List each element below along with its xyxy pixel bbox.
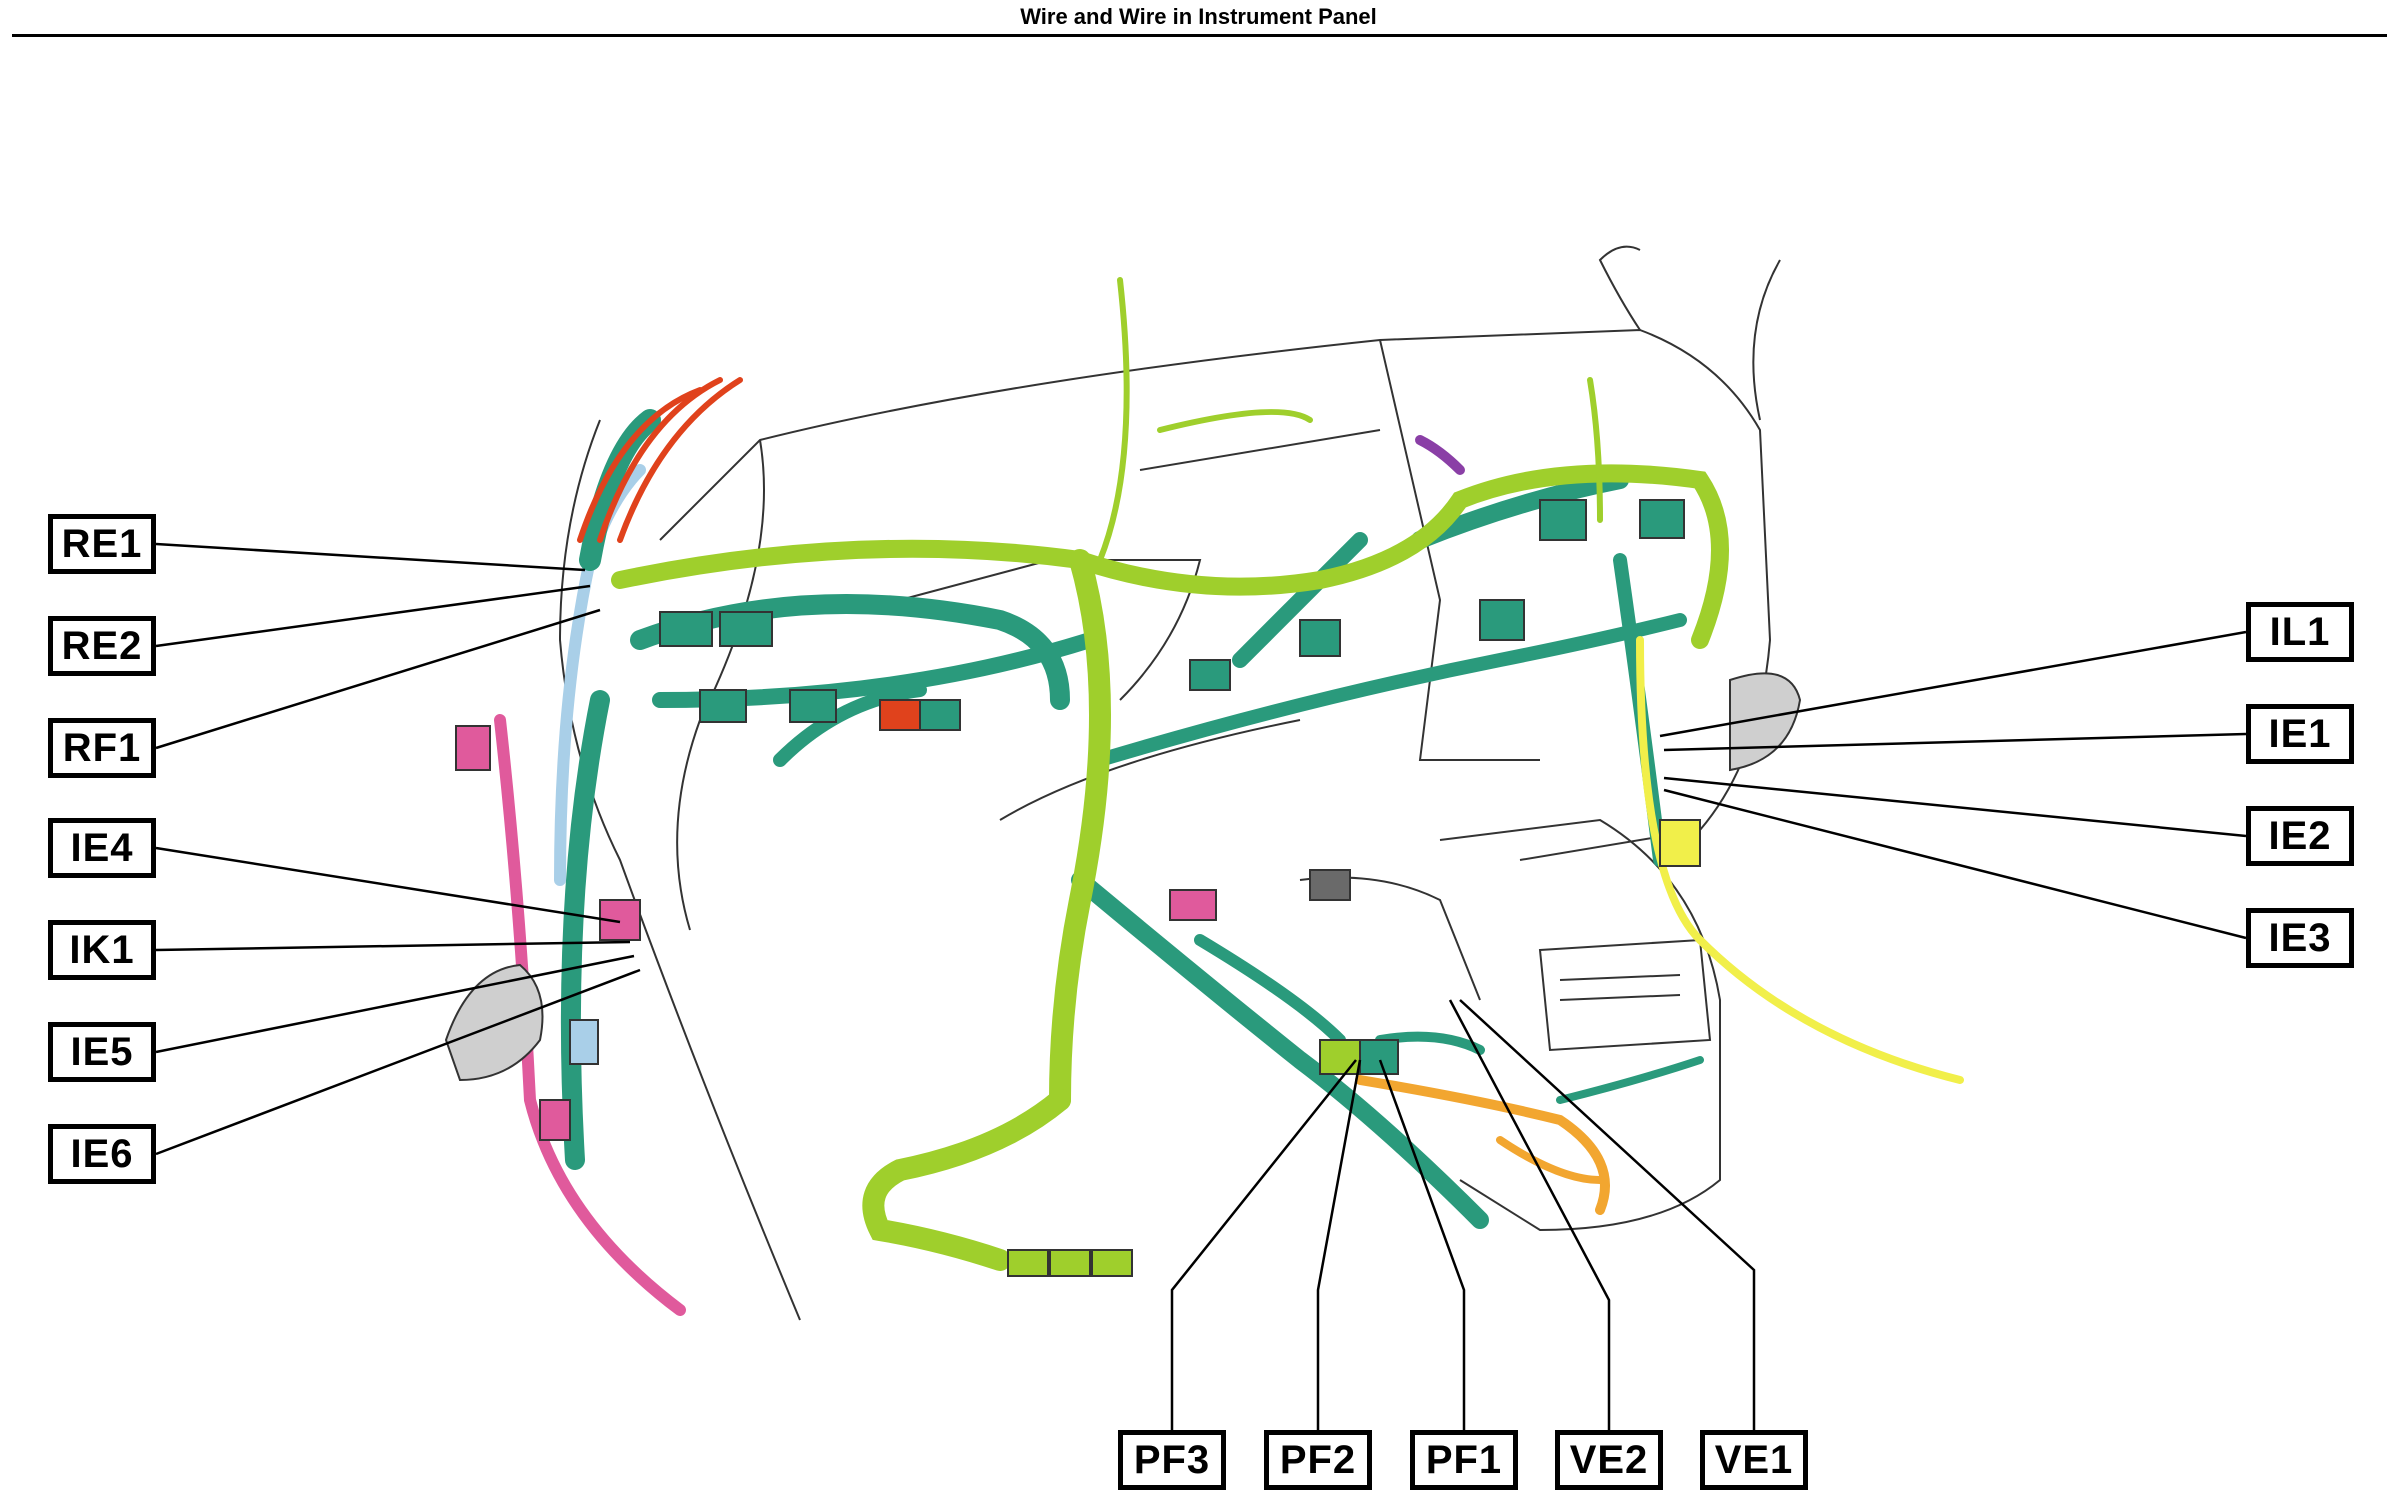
label-text: IE2 [2268,813,2332,858]
connector-label-VE1[interactable]: VE1 [1700,1430,1808,1490]
label-text: IE3 [2268,915,2332,960]
connector-label-IE3[interactable]: IE3 [2246,908,2354,968]
connector-label-PF2[interactable]: PF2 [1264,1430,1372,1490]
label-text: RE1 [61,521,143,566]
title-rule [12,34,2387,37]
label-text: IE5 [70,1029,134,1074]
connector-label-PF3[interactable]: PF3 [1118,1430,1226,1490]
connector-label-PF1[interactable]: PF1 [1410,1430,1518,1490]
label-text: IE4 [70,825,134,870]
label-text: IL1 [2269,609,2331,654]
connector-label-IE1[interactable]: IE1 [2246,704,2354,764]
label-text: RE2 [61,623,143,668]
label-text: PF2 [1279,1437,1357,1482]
label-text: RF1 [62,725,142,770]
connector-blocks [455,499,1701,1277]
label-text: PF3 [1133,1437,1211,1482]
accent-wires [1355,435,1964,1215]
label-text: IK1 [69,927,135,972]
leader-lines [155,542,2247,1430]
label-text: VE1 [1714,1437,1794,1482]
label-text: IE6 [70,1131,134,1176]
connector-label-VE2[interactable]: VE2 [1555,1430,1663,1490]
connector-label-RE1[interactable]: RE1 [48,514,156,574]
connector-label-RE2[interactable]: RE2 [48,616,156,676]
dashboard-outline [558,245,1781,1321]
grommets [444,672,1802,1082]
left-pillar-wires [494,377,743,1316]
connector-label-IL1[interactable]: IL1 [2246,602,2354,662]
lime-harness [611,277,1729,1271]
connector-label-IE6[interactable]: IE6 [48,1124,156,1184]
label-text: VE2 [1569,1437,1649,1482]
connector-label-IE2[interactable]: IE2 [2246,806,2354,866]
page-title: Wire and Wire in Instrument Panel [1020,4,1377,29]
connector-label-IE4[interactable]: IE4 [48,818,156,878]
label-text: PF1 [1425,1437,1503,1482]
connector-label-IK1[interactable]: IK1 [48,920,156,980]
connector-label-IE5[interactable]: IE5 [48,1022,156,1082]
connector-label-RF1[interactable]: RF1 [48,718,156,778]
label-text: IE1 [2268,711,2332,756]
teal-harness [630,471,1704,1229]
